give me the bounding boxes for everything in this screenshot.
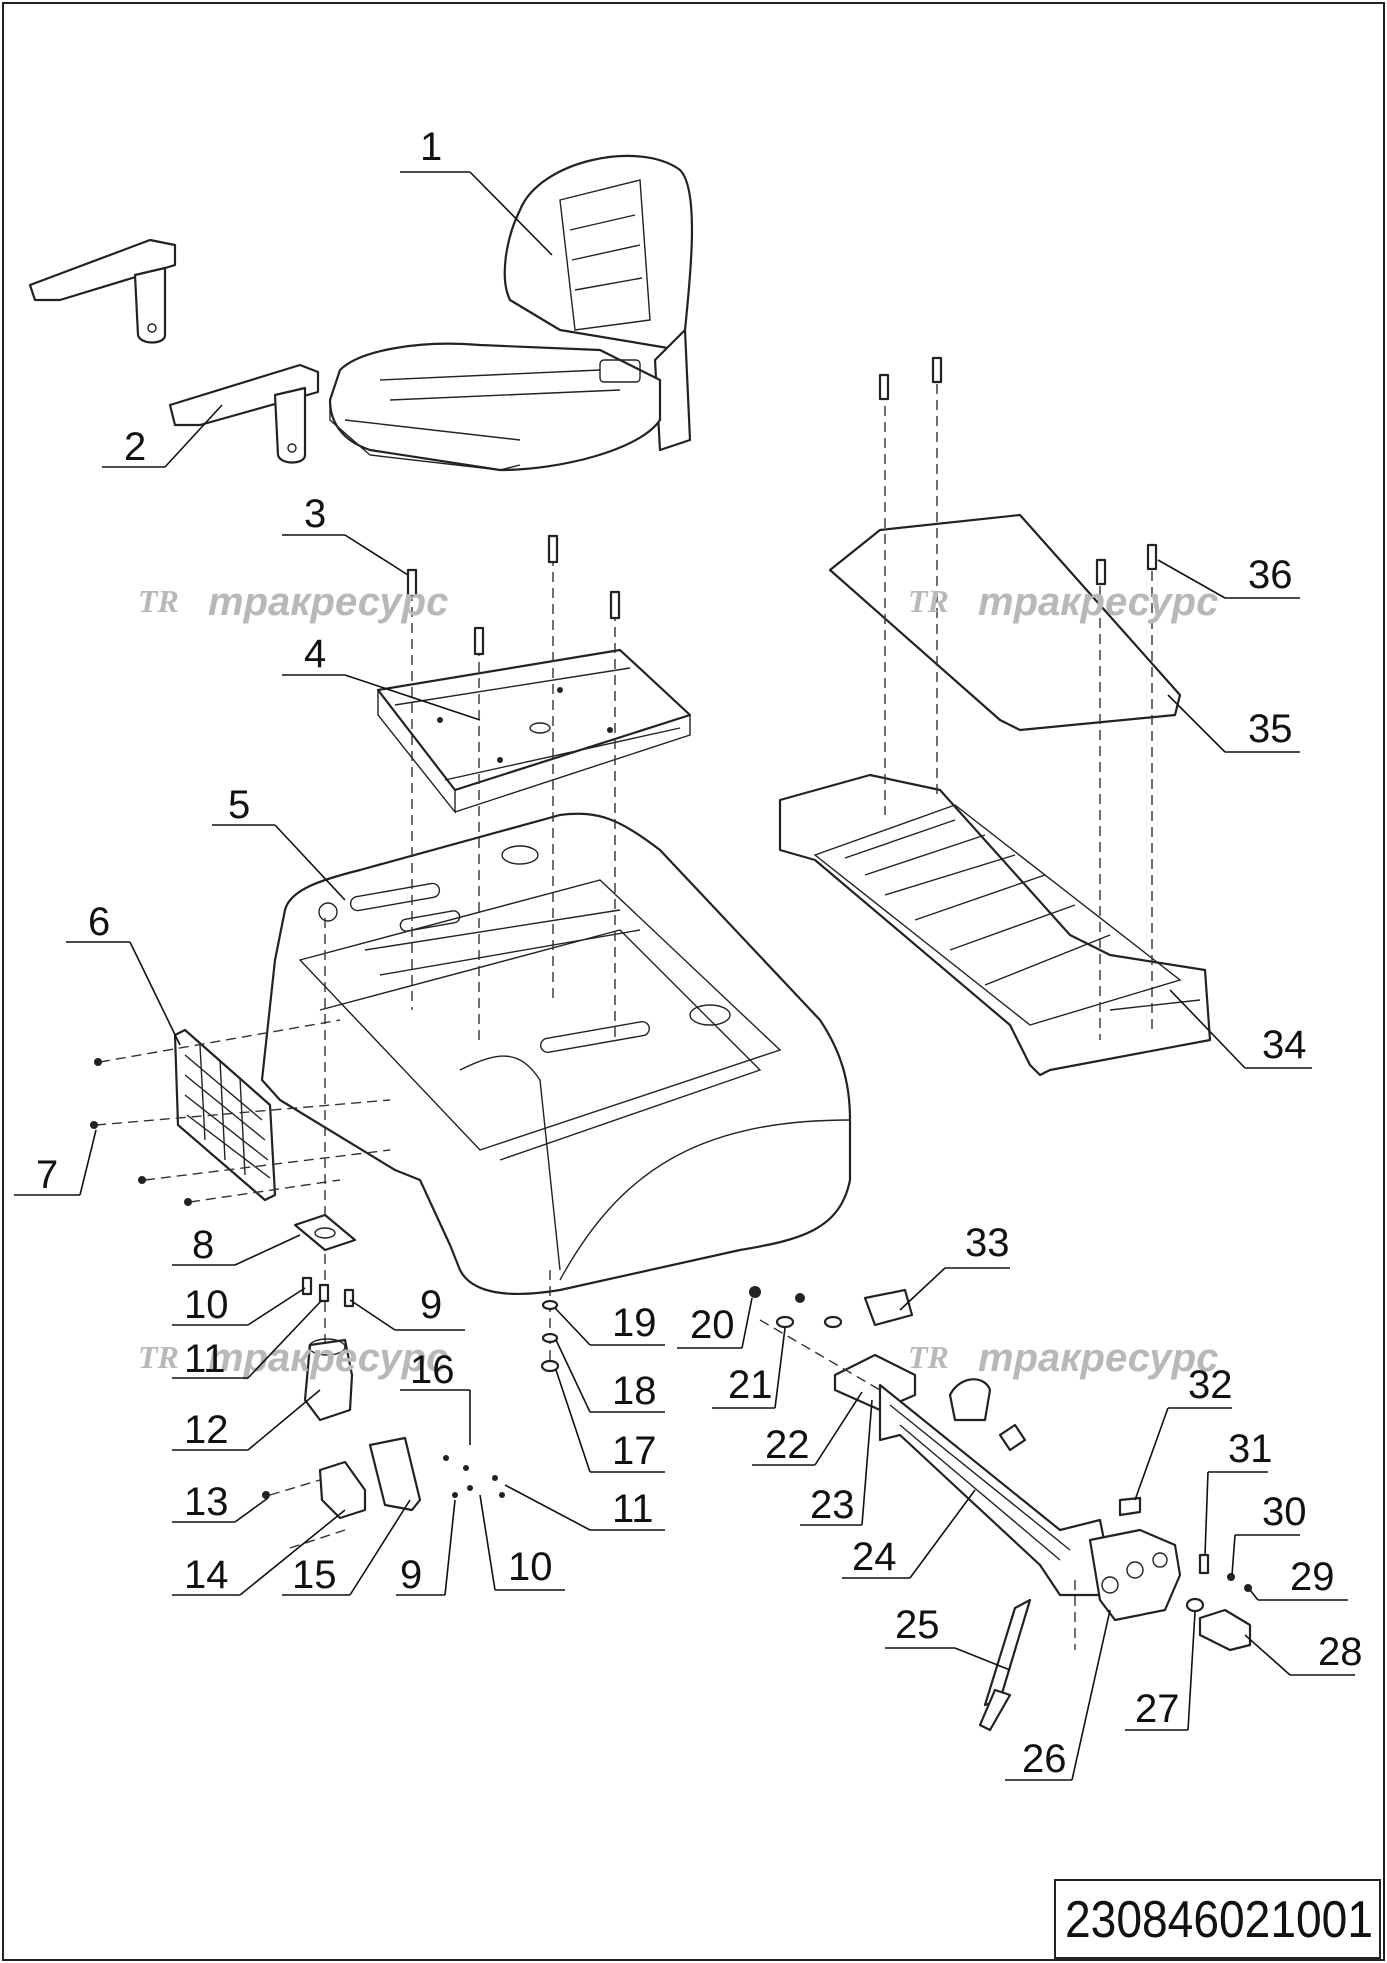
callout-17: 17 — [612, 1429, 657, 1473]
callout-31: 31 — [1228, 1427, 1273, 1471]
callout-32: 32 — [1188, 1363, 1233, 1407]
watermark-top-left: TR тракресурс — [138, 580, 448, 624]
callout-8: 8 — [192, 1223, 214, 1267]
callout-20: 20 — [690, 1303, 735, 1347]
part-plate-screws — [406, 534, 621, 1040]
watermark-logo: TR — [908, 1339, 949, 1375]
part-tray-cover — [828, 356, 1182, 1040]
callout-6: 6 — [88, 900, 110, 944]
part-storage-tray — [778, 773, 1212, 1077]
callout-16: 16 — [410, 1348, 455, 1392]
watermark-logo: TR — [138, 583, 179, 619]
callout-4: 4 — [304, 632, 326, 676]
part-washer-stack — [540, 1270, 560, 1373]
callout-23: 23 — [810, 1483, 855, 1527]
callout-10-right: 10 — [508, 1545, 553, 1589]
part-seat — [328, 154, 694, 472]
callout-9-right: 9 — [400, 1553, 422, 1597]
watermark-bottom-left: TR тракресурс — [138, 1336, 448, 1380]
callout-13: 13 — [184, 1480, 229, 1524]
watermark-bottom-right: TR тракресурс — [908, 1336, 1218, 1380]
watermark-logo: TR — [908, 583, 949, 619]
callout-27: 27 — [1135, 1687, 1180, 1731]
callout-15: 15 — [292, 1553, 337, 1597]
callout-3: 3 — [304, 492, 326, 536]
part-lock-assembly — [293, 918, 357, 1422]
callout-35: 35 — [1248, 707, 1293, 751]
callout-5: 5 — [228, 783, 250, 827]
callout-25: 25 — [895, 1603, 940, 1647]
part-armrests — [28, 238, 320, 464]
watermark-text: тракресурс — [978, 580, 1218, 624]
part-bracket-set — [262, 1436, 505, 1549]
callout-2: 2 — [124, 425, 146, 469]
part-mounting-plate — [376, 648, 692, 815]
part-tilt-frame — [749, 1286, 1252, 1732]
callout-1: 1 — [420, 125, 442, 169]
callout-30: 30 — [1262, 1490, 1307, 1534]
part-side-mesh — [90, 1019, 391, 1206]
callout-33: 33 — [965, 1221, 1010, 1265]
callout-18: 18 — [612, 1369, 657, 1413]
callout-11-right: 11 — [612, 1487, 654, 1531]
callouts: 1 2 3 4 5 6 7 8 10 9 11 16 12 — [14, 125, 1363, 1781]
watermark-text: тракресурс — [208, 580, 448, 624]
document-number-frame — [1054, 1879, 1381, 1959]
callout-36: 36 — [1248, 553, 1293, 597]
callout-7: 7 — [36, 1153, 58, 1197]
callout-12: 12 — [184, 1408, 229, 1452]
callout-19: 19 — [612, 1301, 657, 1345]
watermark-top-right: TR тракресурс — [908, 580, 1218, 624]
callout-9-left: 9 — [420, 1283, 442, 1327]
document-number-box: 230846021001 — [1054, 1879, 1381, 1959]
watermark-logo: TR — [138, 1339, 179, 1375]
callout-29: 29 — [1290, 1555, 1335, 1599]
callout-24: 24 — [852, 1535, 897, 1579]
document-number: 230846021001 — [1065, 1891, 1373, 1949]
callout-11-left: 11 — [184, 1337, 226, 1381]
watermark-text: тракресурс — [208, 1336, 448, 1380]
callout-21: 21 — [728, 1363, 773, 1407]
callout-22: 22 — [765, 1423, 810, 1467]
callout-14: 14 — [184, 1553, 229, 1597]
callout-26: 26 — [1022, 1737, 1067, 1781]
callout-10-left: 10 — [184, 1283, 229, 1327]
watermark-text: тракресурс — [978, 1336, 1218, 1380]
part-seat-housing — [260, 812, 852, 1296]
callout-34: 34 — [1262, 1023, 1307, 1067]
callout-28: 28 — [1318, 1630, 1363, 1674]
